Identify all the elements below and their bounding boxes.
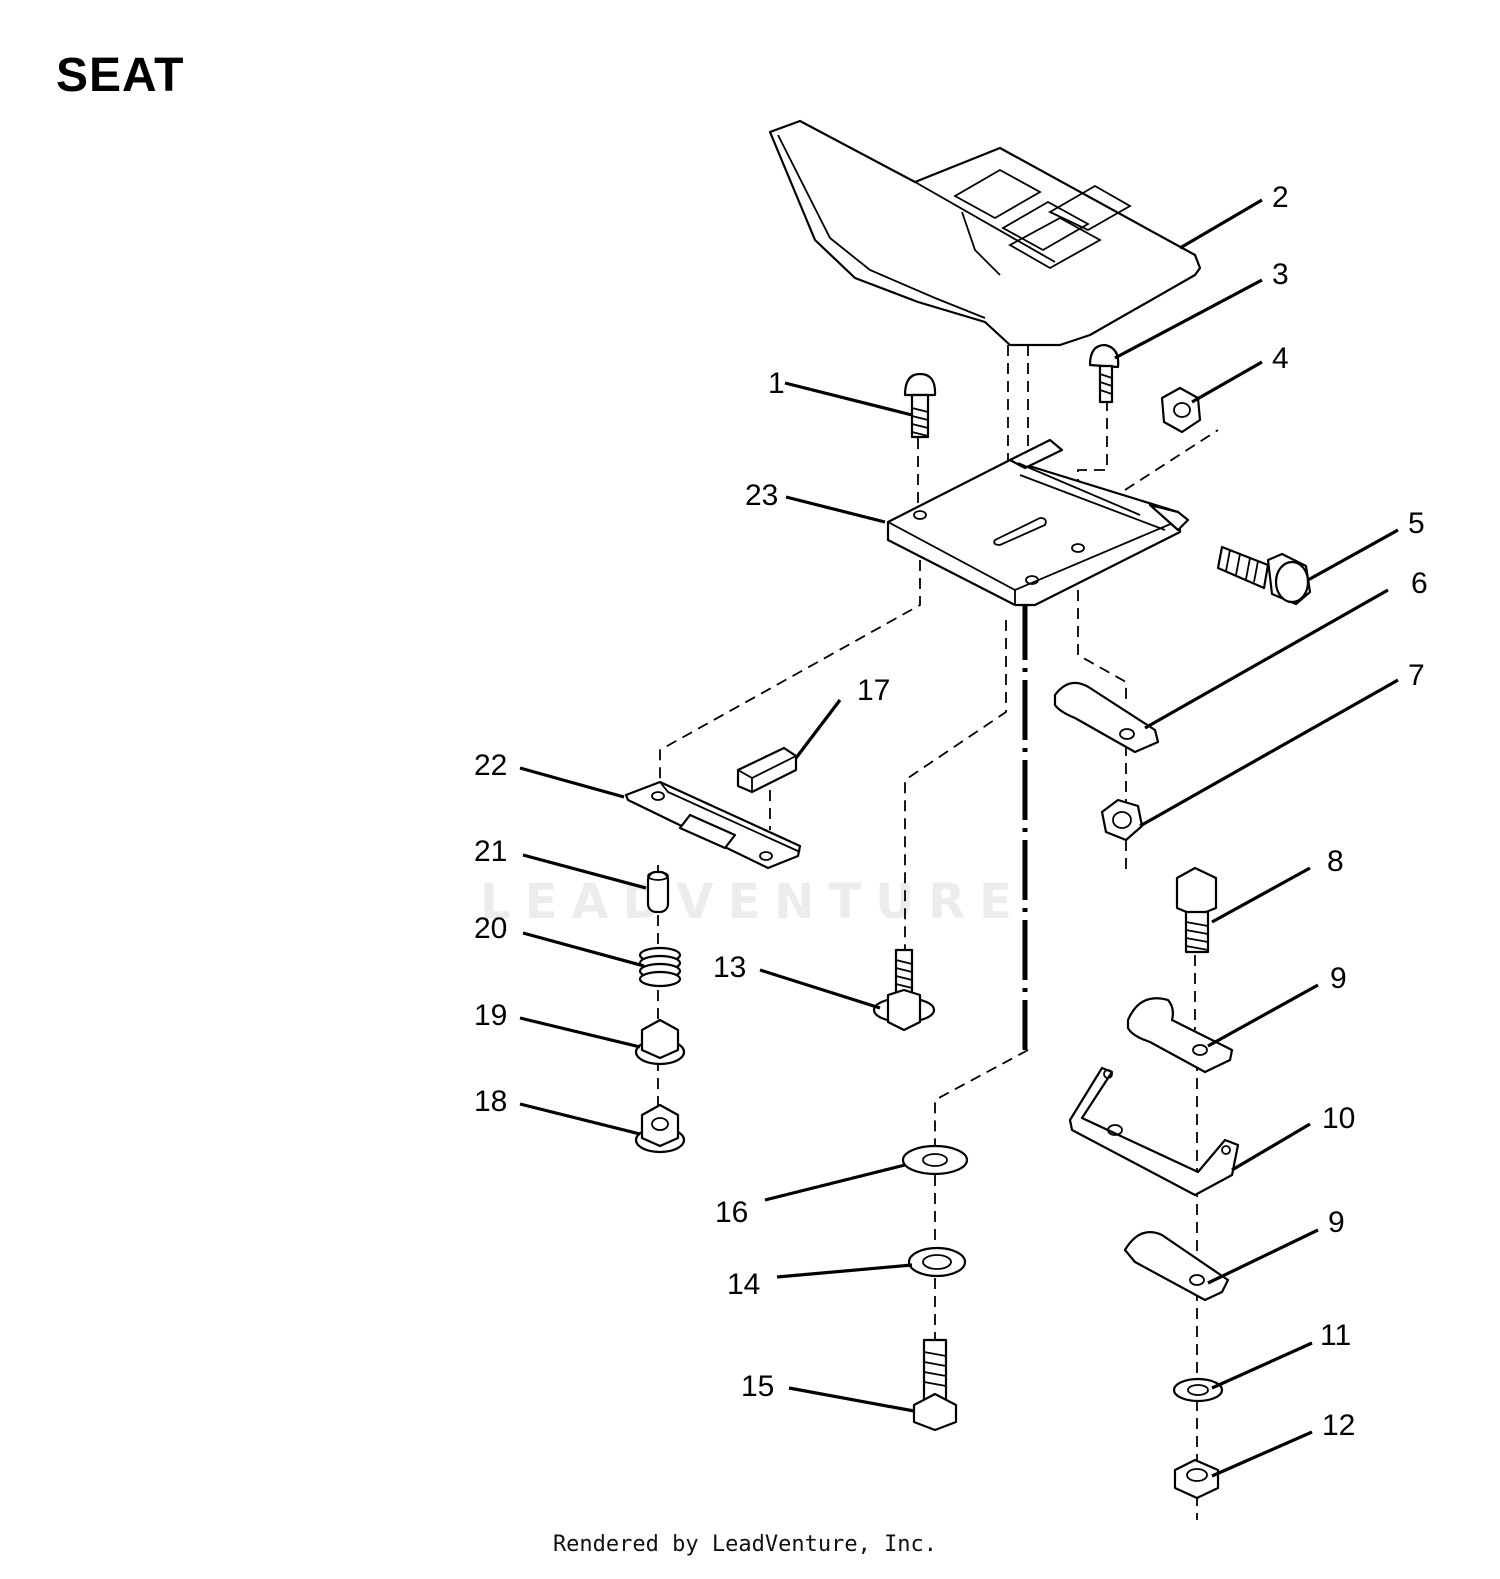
lock-nut-part <box>1100 798 1144 842</box>
callout-14: 14 <box>727 1268 760 1301</box>
callout-23: 23 <box>745 479 778 512</box>
large-hex-bolt-part <box>1175 866 1218 954</box>
seat-pan-part <box>768 119 1202 347</box>
slide-bracket-part <box>624 780 802 870</box>
seat-screw-part <box>1088 343 1120 404</box>
callout-9a: 9 <box>1330 962 1347 995</box>
callout-8: 8 <box>1327 845 1344 878</box>
hex-bolt-part <box>1216 545 1312 606</box>
callout-6: 6 <box>1411 567 1428 600</box>
callout-7: 7 <box>1408 659 1425 692</box>
spring-part <box>638 946 682 988</box>
callout-11: 11 <box>1320 1319 1351 1352</box>
callout-12: 12 <box>1322 1409 1355 1442</box>
clamp-part <box>1053 681 1160 754</box>
flange-nut-lower-part <box>634 1103 686 1154</box>
callout-4: 4 <box>1272 342 1289 375</box>
callout-17: 17 <box>857 674 890 707</box>
callout-10: 10 <box>1322 1102 1355 1135</box>
hex-bolt-lower-part <box>912 1338 958 1432</box>
watermark-text: LEADVENTURE <box>480 874 1026 930</box>
callout-labels: 1 2 3 4 5 6 7 8 9 9 10 11 12 13 14 15 16… <box>474 181 1428 1442</box>
shoulder-bolt-part <box>872 948 936 1032</box>
assembly-lines <box>657 345 1219 1520</box>
callout-21: 21 <box>474 835 507 868</box>
callout-5: 5 <box>1408 507 1425 540</box>
washer-part <box>1172 1377 1224 1403</box>
pin-part <box>646 870 670 914</box>
lock-washer-part <box>907 1246 967 1278</box>
flange-nut-upper-part <box>634 1018 686 1066</box>
leader-lines <box>519 198 1399 1478</box>
seat-plate-part <box>886 438 1190 607</box>
hex-nut-part <box>1173 1458 1220 1500</box>
page-title: SEAT <box>56 49 185 102</box>
rubber-block-part <box>736 746 798 794</box>
callout-13: 13 <box>713 951 746 984</box>
carriage-bolt-part <box>903 372 937 439</box>
callout-3: 3 <box>1272 258 1289 291</box>
clip-lower-part <box>1123 1231 1230 1302</box>
clip-upper-part <box>1126 997 1234 1074</box>
callout-22: 22 <box>474 749 507 782</box>
callout-18: 18 <box>474 1085 507 1118</box>
callout-20: 20 <box>474 912 507 945</box>
callout-9b: 9 <box>1328 1206 1345 1239</box>
flat-washer-part <box>901 1144 969 1176</box>
callout-16: 16 <box>715 1196 748 1229</box>
callout-1: 1 <box>768 367 785 400</box>
seat-nut-part <box>1160 386 1202 434</box>
render-credit: Rendered by LeadVenture, Inc. <box>552 1532 938 1557</box>
callout-2: 2 <box>1272 181 1289 214</box>
seat-bracket-part <box>1068 1066 1240 1197</box>
callout-19: 19 <box>474 999 507 1032</box>
callout-15: 15 <box>741 1370 774 1403</box>
